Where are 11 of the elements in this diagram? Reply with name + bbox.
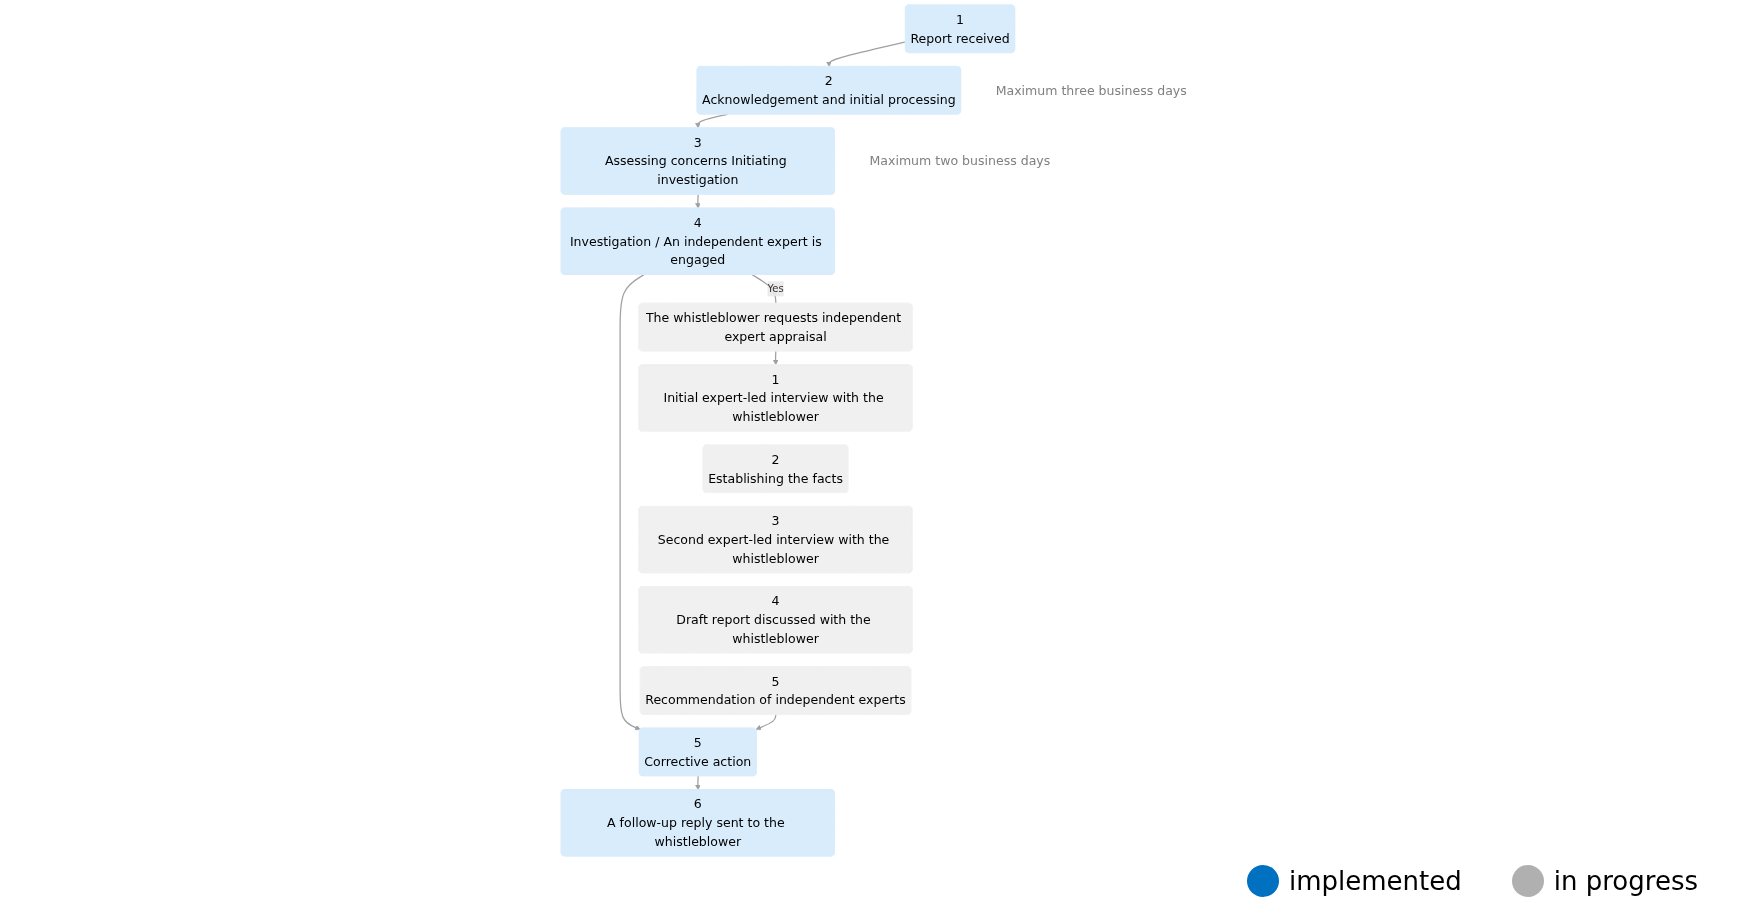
node-label: Maximum two business days [869, 153, 1051, 169]
arrow [772, 350, 779, 366]
arrow [619, 274, 645, 731]
legend-label: implemented [1289, 866, 1462, 896]
arrow [826, 41, 907, 67]
arrow [755, 714, 777, 731]
edge-label: Yes [767, 282, 784, 295]
node-label: Maximum three business days [995, 82, 1187, 98]
legend-label: in progress [1553, 866, 1698, 896]
arrow [695, 193, 701, 209]
arrow [695, 775, 701, 791]
